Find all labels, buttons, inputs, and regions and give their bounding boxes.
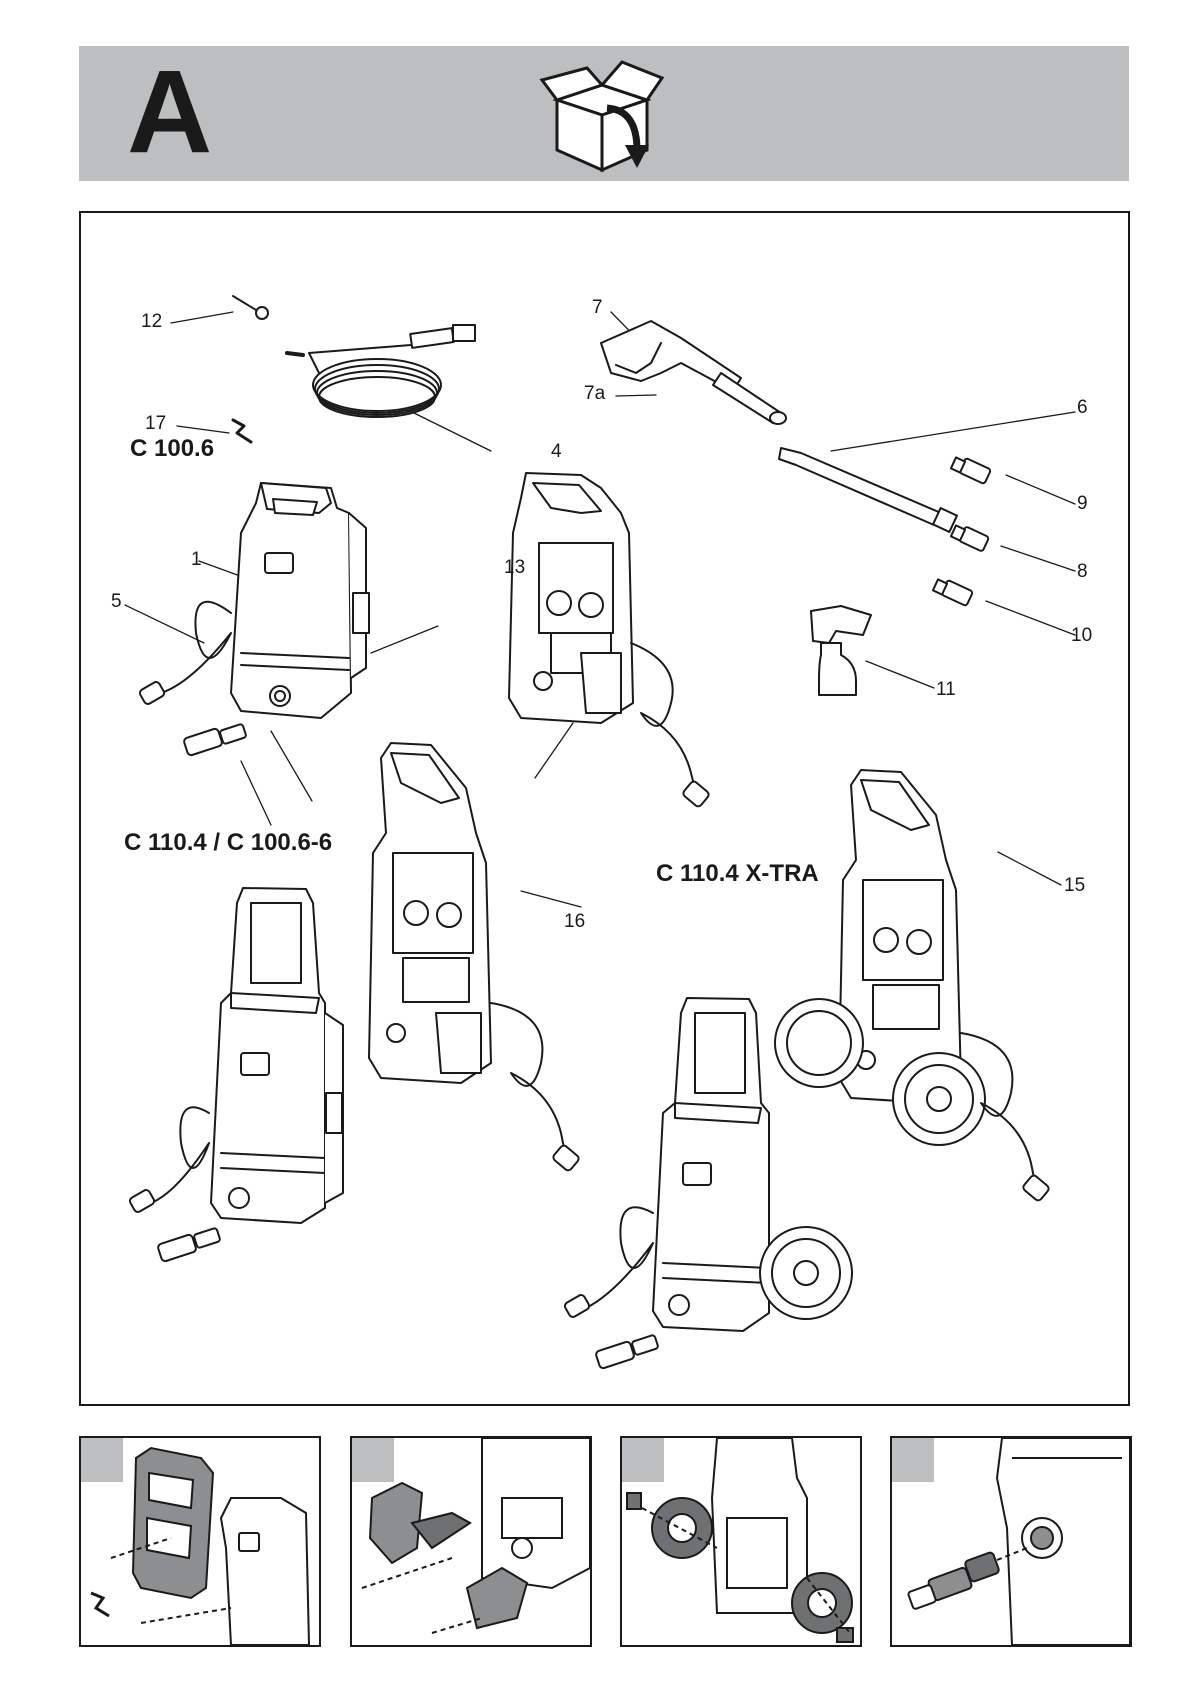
locking-pin-part [232,295,269,320]
callout-7: 7 [592,297,603,318]
model-label-c110-4-xtra: C 110.4 X-TRA [656,860,819,887]
callout-9: 9 [1077,493,1088,514]
model-label-c110-4-c100-6-6: C 110.4 / C 100.6-6 [124,829,333,856]
model-label-c100-6: C 100.6 [130,435,215,462]
header-band: A [79,46,1129,181]
callout-10: 10 [1071,625,1093,646]
wheel-assembly-step [620,1436,862,1647]
unboxing-box-icon [539,60,665,173]
callout-13: 13 [504,557,526,578]
callout-4: 4 [551,441,562,462]
handle-assembly-step [79,1436,321,1647]
callout-17: 17 [145,413,167,434]
callout-7a: 7a [584,383,606,404]
callout-8: 8 [1077,561,1088,582]
callout-16: 16 [564,911,586,932]
c100-6-machine-drawing [138,482,370,757]
hose-connector-step [890,1436,1132,1647]
step-tab [622,1438,664,1482]
nozzle-10-part [931,578,974,607]
spray-lance-part [778,447,958,533]
holder-assembly-step [350,1436,592,1647]
c110-4-xtra-rear-machine-drawing [774,769,1050,1202]
step-tab [892,1438,934,1482]
holder-assembly-drawing [361,1438,590,1634]
c110-4-rear-machine-drawing [368,742,580,1172]
wheel-assembly-drawing [626,1438,854,1643]
allen-key-part [231,418,253,444]
nozzle-9-part [949,456,992,485]
callout-15: 15 [1064,875,1086,896]
foam-sprayer-bottle-part [810,605,872,696]
hose-connector-drawing [907,1438,1130,1645]
section-letter: A [127,46,213,178]
high-pressure-hose-part [285,324,476,418]
callout-11: 11 [936,679,956,700]
step-tab [81,1438,123,1482]
c110-4-front-machine-drawing [128,887,344,1263]
callout-12: 12 [141,311,163,332]
rear-view-machine-drawing [508,472,710,808]
handle-assembly-drawing [90,1446,311,1645]
c110-4-xtra-front-machine-drawing [563,997,853,1370]
parts-overview-drawing [124,295,1076,1370]
nozzle-8-part [949,524,990,552]
callout-5: 5 [111,591,122,612]
parts-overview-frame: C 100.6 C 110.4 / C 100.6-6 C 110.4 X-TR… [79,211,1130,1406]
step-tab [352,1438,394,1482]
callout-1: 1 [191,549,202,570]
callout-6: 6 [1077,397,1088,418]
spray-gun-part [600,320,787,425]
